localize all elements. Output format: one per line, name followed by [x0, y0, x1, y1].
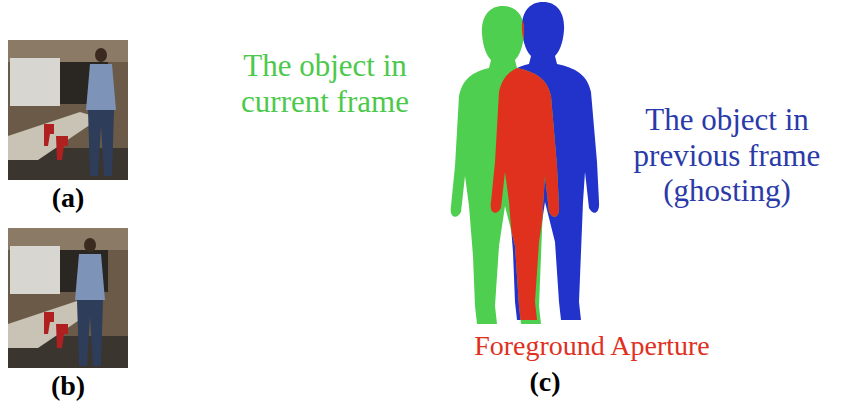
annotation: Foreground Aperture [442, 330, 742, 362]
video-frame-photo [8, 40, 128, 180]
wall [8, 228, 128, 368]
wall [8, 40, 128, 180]
whiteboard [10, 58, 60, 106]
video-frame-photo [8, 228, 128, 368]
chair [44, 124, 54, 146]
chair [56, 136, 68, 160]
panel-letter: (a) [28, 182, 108, 214]
annotation: The object in current frame [210, 48, 440, 119]
panel-letter: (c) [505, 366, 585, 398]
overlap-region [451, 6, 559, 324]
person-shirt [75, 254, 105, 300]
aperture-silhouette [451, 6, 559, 324]
whiteboard [10, 246, 60, 294]
current-silhouette [451, 6, 559, 324]
person-head [84, 238, 96, 252]
panel-letter: (b) [28, 370, 108, 402]
person-head [95, 48, 107, 62]
person-jeans [88, 110, 114, 176]
chair [44, 312, 54, 334]
person-jeans [77, 300, 103, 366]
annotation: The object in previous frame (ghosting) [612, 102, 842, 209]
table [8, 112, 100, 160]
person-shirt [86, 64, 116, 110]
chair [56, 324, 68, 348]
